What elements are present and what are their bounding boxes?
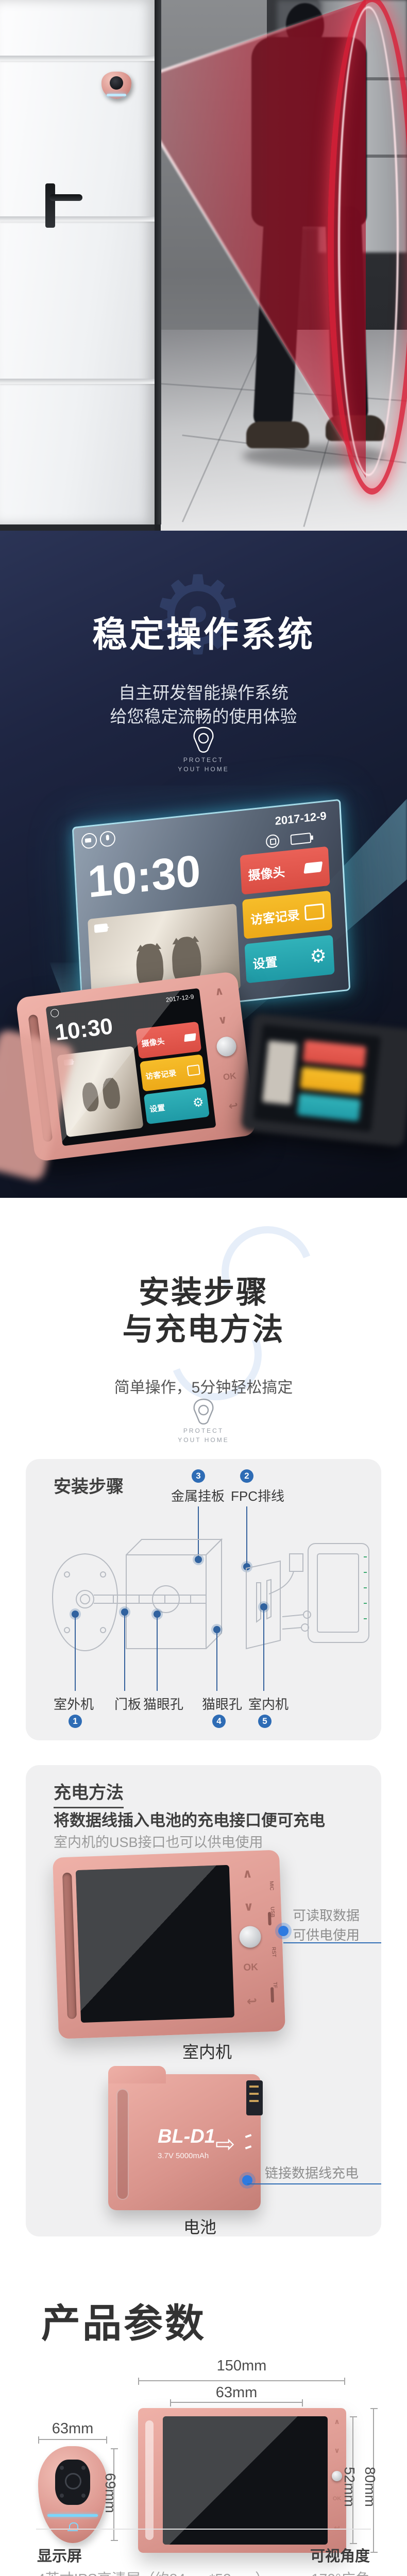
install-subtitle: 简单操作，5分钟轻松搞定 [114,1379,293,1396]
shield-triangle-icon [193,726,214,753]
battery-label: 电池 [183,2218,216,2236]
dim-outdoor-height: 69mm [103,2473,118,2513]
camera-icon [81,832,97,850]
screen-clock: 10:30 [86,845,202,907]
callout-metal-plate: 金属挂板 [171,1488,225,1504]
door [0,0,156,524]
bell-icon [67,2522,78,2531]
step-5-badge: 5 [258,1715,272,1728]
charging-card: 充电方法 将数据线插入电池的充电接口便可充电 室内机的USB接口也可以供电使用 … [26,1765,381,2236]
install-steps-card: 安装步骤 3 2 金属挂板 FPC排线 [26,1459,381,1740]
step-1-badge: 1 [69,1715,82,1728]
charge-line-1: 将数据线插入电池的充电接口便可充电 [54,1811,325,1829]
dim-screen-width: 63mm [215,2384,258,2401]
usb-callout-dot [278,1926,289,1936]
menu-settings-button[interactable]: 设置 ⚙ [244,935,335,984]
battery-model: BL-D1 [158,2126,215,2147]
indoor-front-figure: ∧ ∨ OK ↩ [138,2408,346,2553]
door-lock [45,183,55,228]
dim-screen-height: 52mm [342,2467,358,2507]
door-edge [155,0,161,524]
charge-card-title: 充电方法 [54,1783,124,1808]
menu-camera-button[interactable]: 摄像头 [240,846,330,895]
exploded-diagram [52,1538,369,1652]
dim-outer-width: 150mm [216,2358,267,2374]
chevron-up-icon[interactable]: ∧ [213,984,225,998]
video-camera-icon [94,923,108,933]
os-section-title: 稳定操作系统 [92,615,315,654]
charge-line-2: 室内机的USB接口也可以供电使用 [54,1835,263,1850]
ok-button[interactable]: OK [222,1071,237,1082]
outdoor-camera-on-door [101,72,131,99]
badge-protect: PROTECT [183,756,224,764]
mic-icon [99,830,116,848]
os-section: ⚙ 稳定操作系统 自主研发智能操作系统 给您稳定流畅的使用体验 PROTECT … [0,531,407,1198]
callout-fpc-cable: FPC排线 [231,1488,285,1504]
power-button[interactable] [215,1036,238,1058]
hero-photo [0,0,407,531]
indoor-monitor-gray-blurred [240,1013,407,1147]
tf-slot [270,1987,275,2003]
gear-icon: ⚙ [309,944,327,968]
lock-icon [265,834,280,849]
dim-outer-height: 80mm [362,2467,378,2507]
gallery-icon [304,903,325,921]
badge-home: YOUT HOME [178,766,229,773]
camera-lens-icon [110,76,123,90]
os-subtitle-1: 自主研发智能操作系统 [118,683,289,702]
door-handle [49,194,82,201]
outdoor-unit-figure [38,2446,107,2543]
battery-image: BL-D1 3.7V 5000mAh ⇨ [108,2066,263,2210]
indoor-monitor-screen: 2017-12-9 10:30 摄像头 访客记录 设置 [45,988,216,1146]
params-title: 产品参数 [41,2302,206,2346]
arrow-icon: ⇨ [215,2130,235,2157]
install-title-1: 安装步骤 [139,1275,268,1310]
step-4-badge: 4 [212,1715,226,1728]
menu-records-button[interactable]: 访客记录 [242,890,333,939]
shield-triangle-icon [193,1398,214,1425]
screen-date: 2017-12-9 [275,809,327,828]
install-title-2: 与充电方法 [122,1312,285,1347]
dim-outdoor-width: 63mm [52,2420,94,2437]
power-button [239,1925,262,1948]
step-3-badge: 3 [192,1469,205,1483]
battery-icon [290,832,312,845]
indoor-unit-label: 室内机 [182,2043,232,2061]
usb-port [267,1912,272,1926]
battery-spec: 3.7V 5000mAh [158,2151,209,2160]
step-2-badge: 2 [240,1469,253,1483]
install-card-title: 安装步骤 [54,1477,124,1497]
gear-watermark-icon: ⚙ [149,555,247,676]
indoor-monitor-image: ∧ ∨ OK ↩ MIC USB RST TF [52,1850,286,2039]
charge-port-callout-dot [242,2175,252,2185]
os-subtitle-2: 给您稳定流畅的使用体验 [110,707,297,726]
chevron-down-icon[interactable]: ∨ [217,1012,228,1027]
cctv-icon [303,861,323,874]
